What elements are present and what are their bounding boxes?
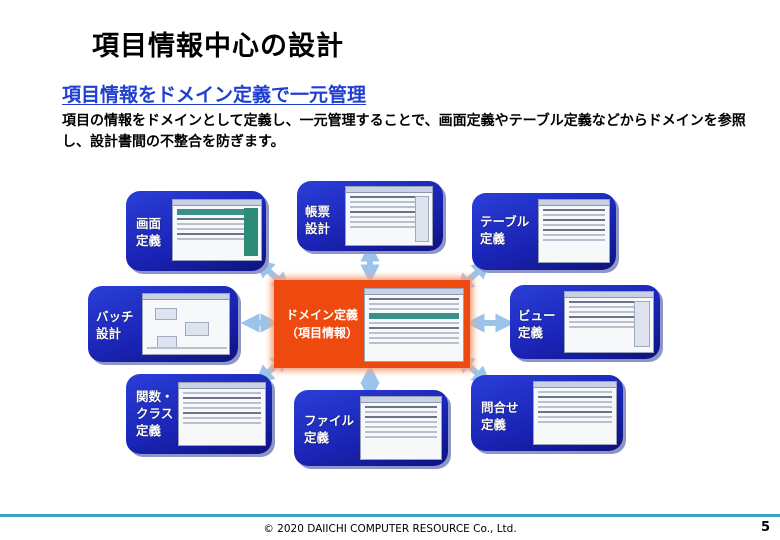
node-form: 帳票 設計 xyxy=(297,181,443,251)
node-inquiry: 問合せ 定義 xyxy=(471,375,623,451)
function-thumbnail xyxy=(178,382,266,446)
table-thumbnail xyxy=(538,199,610,263)
node-file: ファイル 定義 xyxy=(294,390,448,466)
footer-divider xyxy=(0,514,780,517)
node-batch-label: バッチ 設計 xyxy=(96,309,134,341)
node-domain-center: ドメイン定義 （項目情報） xyxy=(274,280,470,368)
view-thumbnail xyxy=(564,291,654,353)
form-thumbnail xyxy=(345,186,433,246)
node-view-label: ビュー 定義 xyxy=(518,308,556,340)
node-function-label: 関数・ クラス 定義 xyxy=(136,389,174,438)
node-file-label: ファイル 定義 xyxy=(304,413,355,445)
node-batch: バッチ 設計 xyxy=(88,286,238,362)
slide-title: 項目情報中心の設計 xyxy=(92,31,344,62)
page-number: 5 xyxy=(760,520,770,535)
node-table-label: テーブル 定義 xyxy=(480,214,530,246)
screen-thumbnail xyxy=(172,199,262,261)
file-thumbnail xyxy=(360,396,442,460)
domain-thumbnail xyxy=(364,288,464,362)
node-table: テーブル 定義 xyxy=(472,193,616,270)
node-form-label: 帳票 設計 xyxy=(305,204,331,236)
node-screen: 画面 定義 xyxy=(126,191,266,271)
inquiry-thumbnail xyxy=(533,381,617,445)
slide-description: 項目の情報をドメインとして定義し、一元管理することで、画面定義やテーブル定義など… xyxy=(62,113,746,150)
batch-thumbnail xyxy=(142,293,230,355)
copyright-text: © 2020 DAIICHI COMPUTER RESOURCE Co., Lt… xyxy=(263,523,517,535)
node-function: 関数・ クラス 定義 xyxy=(126,374,272,454)
node-screen-label: 画面 定義 xyxy=(136,216,162,248)
slide-subtitle: 項目情報をドメイン定義で一元管理 xyxy=(62,84,367,106)
node-domain-label: ドメイン定義 （項目情報） xyxy=(285,308,358,340)
node-inquiry-label: 問合せ 定義 xyxy=(481,400,519,432)
node-view: ビュー 定義 xyxy=(510,285,660,359)
